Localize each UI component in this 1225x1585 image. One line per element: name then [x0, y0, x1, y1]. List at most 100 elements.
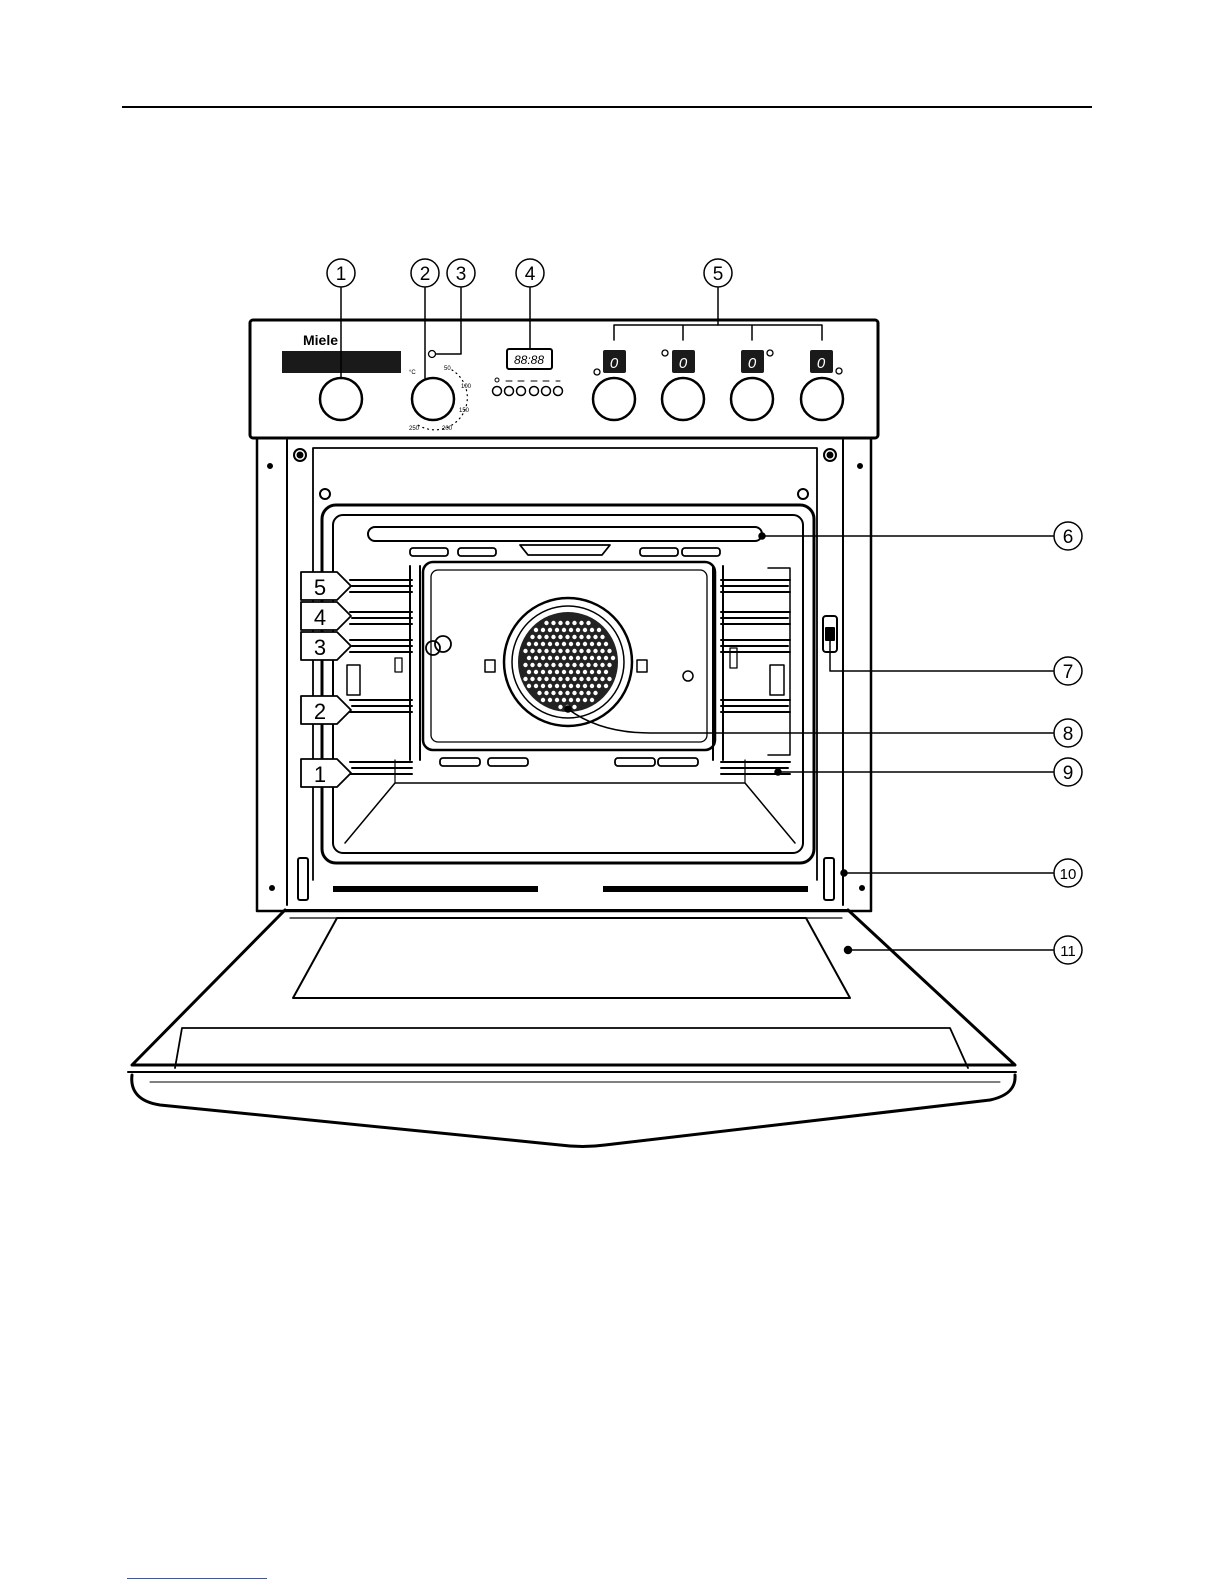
fan-grille-hole [523, 677, 527, 681]
footer-link-rule [127, 1578, 267, 1579]
leader-dot [841, 870, 847, 876]
callout-label: 10 [1060, 866, 1077, 883]
fan-grille-hole [558, 635, 562, 639]
shelf-level-label: 1 [314, 762, 326, 787]
fan-grille-hole [548, 628, 552, 632]
zone-indicator-lamp [662, 350, 668, 356]
fan-grille-hole [607, 649, 611, 653]
fan-grille-hole [590, 628, 594, 632]
fan-grille-hole [565, 677, 569, 681]
fan-grille-hole [597, 628, 601, 632]
mounting-screw [828, 453, 833, 458]
fan-grille-hole [541, 642, 545, 646]
mounting-screw [320, 489, 330, 499]
fan-grille-hole [565, 621, 569, 625]
function-selector-knob[interactable] [320, 378, 362, 420]
callout-label: 7 [1063, 662, 1074, 683]
fan-grille-hole [555, 698, 559, 702]
fan-grille-hole [537, 663, 541, 667]
fan-grille-hole [586, 663, 590, 667]
fan-grille-hole [541, 670, 545, 674]
fan-grille-hole [572, 663, 576, 667]
fan-grille-hole [590, 642, 594, 646]
fan-grille-hole [551, 649, 555, 653]
fan-grille-hole [530, 663, 534, 667]
fan-grille-hole [590, 698, 594, 702]
temperature-selector-knob[interactable] [412, 378, 454, 420]
door-hinge [298, 858, 308, 900]
fan-grille-hole [555, 628, 559, 632]
fan-grille-hole [600, 677, 604, 681]
hob-zone-controls: 0 0 0 0 [593, 350, 843, 420]
fan-grille-hole [541, 628, 545, 632]
callout-label: 2 [420, 264, 431, 285]
timer-button[interactable] [530, 387, 539, 396]
fan-grille-hole [590, 684, 594, 688]
mounting-screw [270, 886, 274, 890]
fan-grille-hole [579, 649, 583, 653]
door-hinge [824, 858, 834, 900]
shelf-level-label: 4 [314, 605, 326, 630]
callout-label: 6 [1063, 527, 1074, 548]
fan-grille-hole [562, 698, 566, 702]
fan-grille-hole [583, 656, 587, 660]
fan-grille-hole [569, 642, 573, 646]
callout-label: 9 [1063, 763, 1074, 784]
temperature-unit: °C [409, 370, 416, 376]
fan-grille-hole [579, 677, 583, 681]
oven-door [128, 910, 1016, 1147]
timer-button[interactable] [554, 387, 563, 396]
mounting-screw [268, 464, 272, 468]
fan-grille-hole [544, 663, 548, 667]
zone-knob[interactable] [593, 378, 635, 420]
fan-grille-hole [548, 684, 552, 688]
fan-grille-hole [600, 663, 604, 667]
fan-grille-hole [527, 684, 531, 688]
zone-digit: 0 [679, 355, 688, 372]
temperature-mark-150: 150 [459, 408, 470, 414]
zone-knob[interactable] [731, 378, 773, 420]
temperature-mark-100: 100 [461, 384, 472, 390]
side-runners-right [713, 566, 790, 774]
timer-button[interactable] [505, 387, 514, 396]
fan-grille-hole [562, 628, 566, 632]
callout-label: 8 [1063, 724, 1074, 745]
fan-grille-hole [586, 649, 590, 653]
zone-digit: 0 [610, 355, 619, 372]
fan-grille-hole [579, 691, 583, 695]
fan-grille-hole [590, 670, 594, 674]
timer-button[interactable] [517, 387, 526, 396]
fan-grille-hole [530, 677, 534, 681]
fan-grille-hole [555, 684, 559, 688]
fan-grille-hole [583, 628, 587, 632]
fan-grille-hole [530, 635, 534, 639]
fan-grille-hole [541, 698, 545, 702]
timer-button[interactable] [493, 387, 502, 396]
fan-grille-hole [611, 656, 615, 660]
zone-knob[interactable] [801, 378, 843, 420]
fan-grille-hole [565, 649, 569, 653]
fan-grille-hole [558, 691, 562, 695]
fan-grille-hole [558, 649, 562, 653]
fan-grille-hole [586, 635, 590, 639]
temperature-mark-50: 50 [444, 366, 451, 372]
side-runners-left [347, 566, 420, 774]
fan-grille-hole [572, 635, 576, 639]
fan-grille-hole [593, 691, 597, 695]
shelf-level-label: 5 [314, 575, 326, 600]
fan-grille-hole [562, 670, 566, 674]
fan-grille-hole [534, 656, 538, 660]
fan-grille-hole [551, 663, 555, 667]
fan-grille-hole [544, 691, 548, 695]
fan-grille-hole [527, 642, 531, 646]
fan-grille-hole [544, 635, 548, 639]
fan-grille-hole [586, 691, 590, 695]
fan-grille-hole [555, 670, 559, 674]
fan-grille-hole [576, 670, 580, 674]
fan-grille [518, 612, 618, 712]
callout-label: 5 [713, 264, 724, 285]
timer-button[interactable] [542, 387, 551, 396]
zone-knob[interactable] [662, 378, 704, 420]
fan-grille-hole [579, 663, 583, 667]
